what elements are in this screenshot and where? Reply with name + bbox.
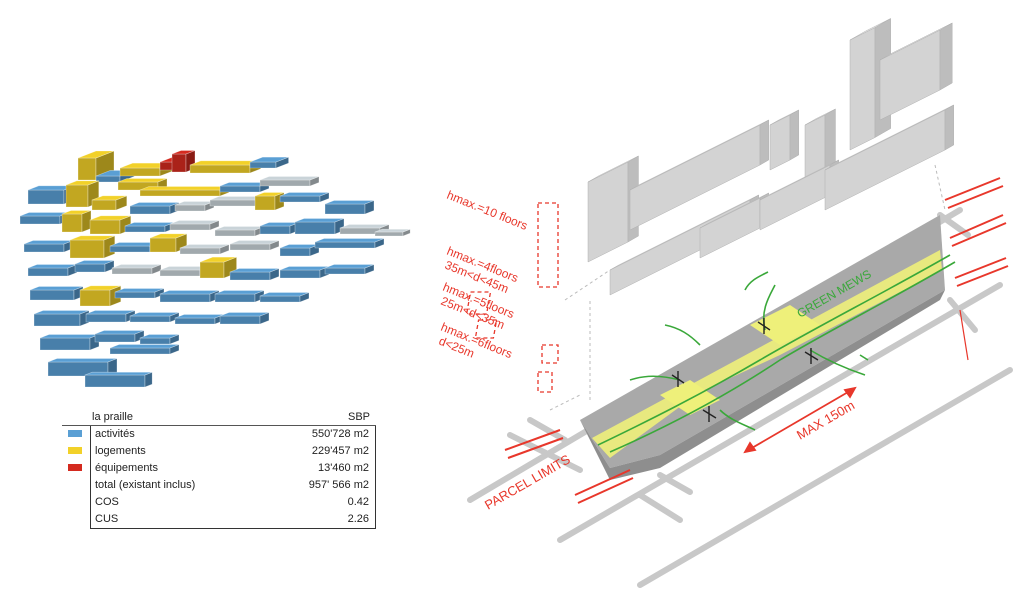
parcel-limit-lines: [504, 177, 1009, 504]
massing-block: [91, 195, 128, 211]
left-massing-model: [19, 150, 411, 388]
massing-block: [279, 266, 330, 279]
massing-block: [279, 244, 320, 257]
legend-body: activités 550'728 m2 logements 229'457 m2 éq…: [90, 426, 376, 529]
leader-lines: [549, 164, 946, 411]
massing-block: [129, 202, 180, 215]
legend-row: activités 550'728 m2: [91, 426, 375, 443]
legend-swatch: [68, 430, 82, 437]
legend-row-label: équipements: [95, 462, 158, 474]
massing-block: [179, 244, 230, 255]
massing-block: [374, 228, 411, 237]
massing-block: [19, 212, 70, 225]
massing-block: [129, 312, 180, 323]
massing-block: [114, 288, 165, 299]
massing-block: [189, 160, 262, 174]
legend-swatch: [68, 447, 82, 454]
massing-block: [111, 264, 162, 275]
green-mews-band: [592, 250, 942, 458]
massing-block: [174, 201, 215, 212]
massing-block: [84, 371, 153, 388]
massing-block: [69, 235, 116, 259]
legend-row-label: total (existant inclus): [95, 479, 196, 491]
massing-block: [249, 156, 289, 169]
massing-block: [61, 210, 92, 233]
height-envelope-markers: [465, 202, 559, 393]
mews-plaza-2: [660, 380, 720, 415]
grey-building-block: [699, 192, 769, 259]
hmax-10-label: hmax.=10 floors: [445, 188, 530, 233]
legend-row-value: 957' 566 m2: [308, 479, 369, 491]
building-massing: [587, 18, 954, 296]
grey-building-block: [879, 22, 953, 121]
massing-block: [85, 310, 136, 323]
massing-block: [219, 182, 270, 193]
massing-block: [174, 314, 225, 325]
massing-block: [94, 330, 145, 343]
grey-building-block: [629, 119, 769, 231]
massing-block: [324, 264, 375, 275]
legend-row: total (existant inclus) 957' 566 m2: [91, 477, 375, 494]
massing-block: [23, 240, 74, 253]
max-150m-dimension: [743, 386, 857, 454]
massing-block: [27, 264, 78, 277]
massing-block: [214, 290, 265, 303]
legend-row: COS 0.42: [91, 494, 375, 511]
massing-block: [279, 192, 330, 203]
massing-block: [47, 358, 118, 377]
massing-block: [74, 260, 115, 273]
massing-block: [294, 218, 345, 235]
legend-row-label: logements: [95, 445, 146, 457]
legend-row: CUS 2.26: [91, 511, 375, 528]
massing-block: [169, 220, 220, 231]
legend-header: la praille SBP: [62, 410, 376, 426]
massing-block: [39, 334, 100, 351]
legend-swatch: [68, 464, 82, 471]
legend-title: la praille: [92, 411, 133, 423]
massing-block: [259, 176, 320, 187]
massing-block: [29, 286, 84, 301]
legend-row-value: 13'460 m2: [317, 462, 369, 474]
massing-block: [229, 240, 280, 251]
massing-block: [259, 292, 310, 303]
legend-row-value: 229'457 m2: [311, 445, 369, 457]
massing-block: [214, 226, 265, 237]
legend-row-label: COS: [95, 496, 119, 508]
legend-row-value: 0.42: [347, 496, 369, 508]
massing-block: [254, 192, 285, 211]
massing-block: [219, 312, 270, 325]
grey-building-block: [824, 104, 954, 211]
right-axonometric-diagram: [465, 18, 1013, 588]
massing-block: [229, 268, 280, 281]
crossing-markers: [671, 318, 819, 422]
massing-block: [324, 200, 375, 215]
massing-block: [259, 222, 300, 235]
legend-row-value: 2.26: [347, 513, 369, 525]
massing-block: [124, 222, 175, 233]
legend-row-label: CUS: [95, 513, 119, 525]
legend-row-label: activités: [95, 428, 135, 440]
massing-block: [139, 334, 180, 345]
legend-column-header: SBP: [347, 411, 370, 423]
massing-block: [109, 344, 180, 355]
massing-block: [89, 215, 132, 235]
legend-table: la praille SBP activités 550'728 m2 logeme…: [62, 410, 376, 529]
mews-plaza-1: [750, 305, 820, 345]
massing-block: [159, 290, 220, 303]
grey-building-block: [769, 109, 799, 171]
legend-row: équipements 13'460 m2: [91, 460, 375, 477]
massing-block: [119, 162, 173, 177]
massing-block: [139, 186, 230, 197]
legend-row: logements 229'457 m2: [91, 443, 375, 460]
legend-row-value: 550'728 m2: [311, 428, 369, 440]
massing-block: [33, 310, 90, 327]
massing-block: [79, 285, 122, 307]
massing-block: [314, 238, 385, 249]
